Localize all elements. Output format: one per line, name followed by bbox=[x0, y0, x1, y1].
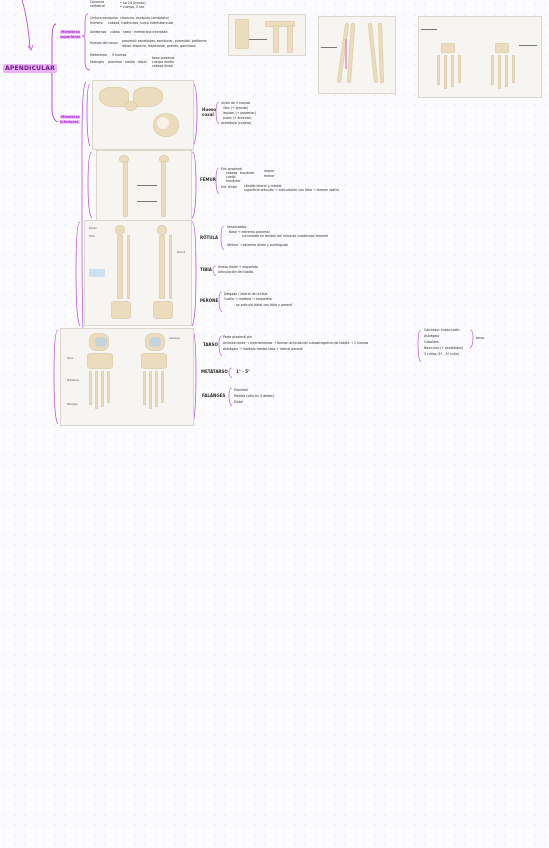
upper-item-note: distal: trapecio, trapezoide, grande, ga… bbox=[122, 44, 196, 48]
femur-title: FÉMUR bbox=[200, 177, 216, 182]
falanges-detail: cuerpo medio bbox=[152, 60, 174, 64]
upper-item-note: clavícula, escápula (omóplato) bbox=[120, 16, 169, 20]
foot-image: Tarso Metatarso Falanges Calcáneo bbox=[60, 328, 194, 426]
rotula-title: RÓTULA bbox=[200, 235, 219, 240]
top-note-right-2: • cuerpo, 5 sac bbox=[120, 5, 145, 9]
tibia-item: articulación del tobillo bbox=[218, 270, 254, 274]
coxal-item: isquion (+ posterior) bbox=[223, 111, 256, 115]
leg-label-rotula: Rótula bbox=[89, 227, 97, 230]
coxal-item: pubis (+ anterior) bbox=[223, 116, 252, 120]
femur-distal-2: superficie articular → articulación con … bbox=[244, 188, 339, 192]
upper-item-label: Húmero bbox=[90, 21, 103, 25]
femur-trocanter: trocánter bbox=[240, 171, 255, 175]
forearm-image bbox=[318, 16, 396, 94]
upper-item-note: cabeza, tubérculos, surco intertubercula… bbox=[108, 21, 174, 25]
top-note-right-1: • no 24 (tronco) bbox=[120, 1, 146, 5]
femur-distal-1: cóndilo lateral y medial bbox=[244, 184, 282, 188]
tarso-title: TARSO bbox=[203, 342, 218, 347]
femur-item: Ext. distal bbox=[221, 185, 237, 189]
tarso-right-item: Navicular (+ escafoides) bbox=[424, 346, 464, 350]
upper-heading-text: Miembros superiores bbox=[60, 30, 82, 39]
coxal-item: unión de 3 huesos bbox=[221, 101, 251, 105]
metatarso-item: 1° - 5° bbox=[236, 369, 251, 374]
rotula-item: Vértice → extremo distal y puntiagudo bbox=[227, 243, 288, 247]
leg-label-tibia: Tibia bbox=[89, 235, 95, 238]
upper-item-note: proximal · media · distal bbox=[108, 60, 147, 64]
top-note-left-1: Columna bbox=[90, 0, 105, 4]
leg-image: Tibia Peroné Rótula bbox=[84, 220, 192, 326]
tarso-item: Parte proximal pie bbox=[223, 335, 252, 339]
femur-image bbox=[96, 150, 192, 222]
femur-item: cuello bbox=[226, 175, 236, 179]
tarso-right-label: tarso bbox=[476, 336, 485, 340]
pelvis-image bbox=[92, 80, 194, 150]
rotula-item: Base → extremo proximal bbox=[229, 230, 270, 234]
femur-trocanter-mayor: mayor bbox=[264, 169, 275, 173]
upper-item-label: Metacarpo bbox=[90, 53, 107, 57]
foot-label-calcaneo: Calcáneo bbox=[169, 337, 181, 340]
coxal-title: Hueso coxal bbox=[202, 107, 217, 117]
falanges-item: Proximal bbox=[234, 388, 248, 392]
main-title: APENDICULAR bbox=[3, 64, 57, 73]
femur-item: trocánter bbox=[226, 179, 241, 183]
lower-heading: Miembros inferiores bbox=[60, 115, 84, 124]
perone-item: Delgado / lateral de la tibia bbox=[224, 292, 268, 296]
femur-item: cabeza bbox=[226, 171, 238, 175]
foot-label-falanges: Falanges bbox=[67, 403, 78, 406]
upper-item-note: proximal: escafoides, semilunar, piramid… bbox=[122, 39, 207, 43]
upper-item-note: 5 huesos bbox=[112, 53, 127, 57]
perone-item: Cuello → maléolo → esqueleto bbox=[224, 297, 272, 301]
falanges-item: Medias (sólo en 4 dedos) bbox=[234, 394, 274, 398]
coxal-item: acetábulo (cadera) bbox=[221, 121, 252, 125]
tibia-item: Hueso distal → esqueleto bbox=[218, 265, 259, 269]
tarso-right-item: 3 cuñas (1ª - 3ª cuña) bbox=[424, 352, 459, 356]
femur-item: Ext. proximal bbox=[221, 167, 243, 171]
foot-label-metatarso: Metatarso bbox=[67, 379, 80, 382]
tarso-right-item: Astrágalo bbox=[424, 334, 440, 338]
upper-item-label: Huesos del carpo bbox=[90, 41, 118, 45]
upper-item-label: Cintura escapular bbox=[90, 16, 119, 20]
hand-image bbox=[418, 16, 542, 98]
coxal-item: ilion (+ grande) bbox=[223, 106, 249, 110]
rotula-item: incrustado en tendón del músculo cuádric… bbox=[242, 234, 329, 238]
falanges-detail: cabeza distal bbox=[152, 64, 173, 68]
lower-heading-text: Miembros inferiores bbox=[60, 115, 80, 124]
tarso-item: Astrágalo → maléolo medial tibia + later… bbox=[223, 347, 303, 351]
tarso-right-item: Cuboides bbox=[424, 340, 439, 344]
rotula-item: Sesamoideo bbox=[227, 225, 247, 229]
femur-trocanter-menor: menor bbox=[264, 174, 275, 178]
tarso-item: Articulaciones → intertarsianas → forman… bbox=[223, 341, 369, 345]
falanges-title: FALANGES bbox=[202, 393, 226, 398]
upper-heading: Miembros superiores bbox=[60, 30, 84, 39]
shoulder-humerus-image bbox=[228, 14, 306, 56]
foot-label-tarso: Tarso bbox=[67, 357, 74, 360]
upper-item-label: Falanges bbox=[90, 60, 104, 64]
perone-title: PERONÉ bbox=[200, 298, 219, 303]
perone-item: se articula distal con tibia y peroné bbox=[236, 303, 293, 307]
falanges-detail: base proximal bbox=[152, 56, 175, 60]
metatarso-title: METATARSO bbox=[201, 369, 228, 374]
upper-item-note: cúbito · radio · membrana interósea bbox=[110, 30, 168, 34]
main-title-text: APENDICULAR bbox=[3, 64, 57, 73]
leg-label-perone: Peroné bbox=[177, 251, 186, 254]
upper-item-label: Antebrazo bbox=[90, 30, 107, 34]
tarso-right-item: Calcáneo: hueso talón bbox=[424, 328, 460, 332]
top-note-left-2: vertebral bbox=[90, 4, 105, 8]
tibia-title: TIBIA bbox=[200, 267, 212, 272]
falanges-item: Distal bbox=[234, 400, 244, 404]
